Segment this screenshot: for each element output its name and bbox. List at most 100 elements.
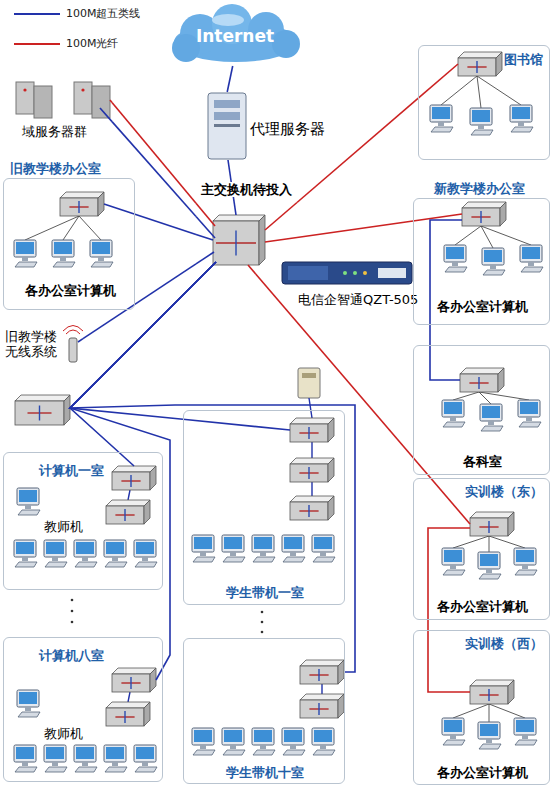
pc-icon bbox=[74, 745, 97, 772]
switch-arrow bbox=[308, 505, 309, 517]
pc-monitor bbox=[52, 240, 74, 257]
inner-wire bbox=[196, 203, 215, 226]
switch-side bbox=[338, 660, 344, 684]
pc-stand bbox=[490, 265, 496, 269]
pc-stand bbox=[98, 257, 104, 261]
area-panel: 学生带机一室 bbox=[183, 410, 345, 605]
pc-monitor bbox=[312, 535, 334, 552]
pc-screen bbox=[194, 537, 212, 549]
pc-stand bbox=[438, 122, 444, 126]
pc-stand bbox=[112, 762, 118, 766]
ellipsis-dots bbox=[71, 599, 264, 634]
pc-screen bbox=[444, 720, 462, 732]
pc-icon bbox=[518, 400, 541, 427]
student-server bbox=[298, 368, 320, 398]
switch-icon bbox=[106, 500, 150, 524]
pc-icon bbox=[17, 488, 40, 515]
switch-icon bbox=[213, 215, 265, 265]
switch-icon bbox=[470, 512, 514, 536]
drop-line bbox=[79, 216, 101, 240]
pc-keyboard bbox=[135, 562, 157, 567]
pc-monitor bbox=[222, 728, 244, 745]
pc-icon bbox=[52, 240, 75, 267]
pc-stand bbox=[450, 735, 456, 739]
node-label: 各科室 bbox=[463, 454, 502, 469]
pc-stand bbox=[450, 417, 456, 421]
switch-front bbox=[458, 58, 496, 76]
device-node: 电信企智通QZT-505 bbox=[278, 258, 424, 312]
proxy-slot bbox=[214, 124, 240, 127]
legend-sample bbox=[14, 43, 60, 45]
inner-wire bbox=[204, 262, 216, 274]
pc-monitor bbox=[470, 108, 492, 125]
pc-icon bbox=[430, 105, 453, 132]
inner-wire bbox=[119, 452, 134, 466]
pc-keyboard bbox=[45, 767, 67, 772]
pc-keyboard bbox=[15, 262, 37, 267]
server-body bbox=[298, 368, 320, 398]
inner-wire bbox=[156, 668, 163, 681]
pc-keyboard bbox=[521, 267, 543, 272]
pc-keyboard bbox=[53, 262, 75, 267]
area-panel: 各科室 bbox=[413, 345, 550, 475]
server-led bbox=[81, 88, 84, 91]
pc-icon bbox=[478, 552, 501, 579]
switch-front bbox=[106, 708, 144, 726]
pc-icon bbox=[514, 718, 537, 745]
switch-top bbox=[106, 702, 150, 708]
pc-monitor bbox=[17, 488, 39, 505]
pc-screen bbox=[76, 747, 94, 759]
pc-icon bbox=[44, 745, 67, 772]
pc-icon bbox=[104, 745, 127, 772]
switch-icon bbox=[300, 694, 344, 718]
chain-line bbox=[128, 490, 130, 500]
drop-line bbox=[489, 536, 490, 552]
device-port bbox=[378, 268, 406, 278]
pc-keyboard bbox=[91, 262, 113, 267]
switch-side bbox=[259, 215, 265, 265]
switch-front bbox=[290, 502, 328, 520]
pc-stand bbox=[200, 745, 206, 749]
switch-top bbox=[290, 418, 334, 424]
pc-monitor bbox=[252, 728, 274, 745]
pc-monitor bbox=[134, 540, 156, 557]
pc-screen bbox=[520, 402, 538, 414]
switch-arrow bbox=[124, 711, 125, 723]
pc-monitor bbox=[442, 400, 464, 417]
device-node: 主交换机待投入 bbox=[196, 182, 297, 274]
pc-monitor bbox=[134, 745, 156, 762]
pc-icon bbox=[74, 540, 97, 567]
switch-icon bbox=[458, 52, 502, 76]
pc-monitor bbox=[442, 718, 464, 735]
pc-stand bbox=[518, 122, 524, 126]
server-group bbox=[16, 82, 110, 118]
pc-screen bbox=[446, 247, 464, 259]
switch-arrow bbox=[124, 509, 125, 521]
switch-side bbox=[338, 694, 344, 718]
switch-arrow bbox=[318, 669, 319, 681]
pc-keyboard bbox=[443, 422, 465, 427]
pc-icon bbox=[442, 718, 465, 745]
pc-screen bbox=[16, 542, 34, 554]
pc-stand bbox=[200, 552, 206, 556]
proxy-body bbox=[208, 93, 246, 159]
cloud-highlight bbox=[212, 14, 244, 26]
switch-icon bbox=[290, 496, 334, 520]
switch-icon bbox=[290, 458, 334, 482]
inner-wire bbox=[265, 238, 297, 243]
pc-keyboard bbox=[515, 570, 537, 575]
cloud-part bbox=[272, 30, 300, 58]
pc-stand bbox=[452, 262, 458, 266]
pc-keyboard bbox=[481, 426, 503, 431]
pc-stand bbox=[488, 421, 494, 425]
switch-front bbox=[112, 674, 150, 692]
pc-keyboard bbox=[105, 767, 127, 772]
switch-front bbox=[470, 518, 508, 536]
dot bbox=[71, 621, 74, 624]
switch-top bbox=[112, 466, 156, 472]
switch-top bbox=[15, 395, 70, 401]
switch-top bbox=[458, 52, 502, 58]
switch-icon bbox=[60, 192, 104, 216]
drop-line bbox=[25, 216, 79, 240]
pc-stand bbox=[486, 739, 492, 743]
